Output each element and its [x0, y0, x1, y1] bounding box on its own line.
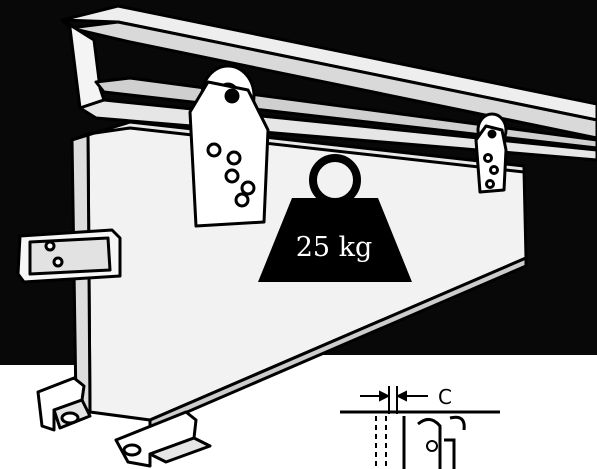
weight-label: 25 kg: [296, 232, 373, 263]
weight-icon: 25 kg: [258, 154, 412, 282]
guide-left-icon: [36, 376, 92, 432]
detail-icon: [340, 386, 500, 469]
handle-icon: [16, 228, 122, 284]
hanger-right-icon: [474, 112, 508, 194]
hanger-left-icon: [188, 64, 270, 228]
guide-right-icon: [114, 410, 212, 468]
dimension-label: C: [438, 385, 452, 409]
